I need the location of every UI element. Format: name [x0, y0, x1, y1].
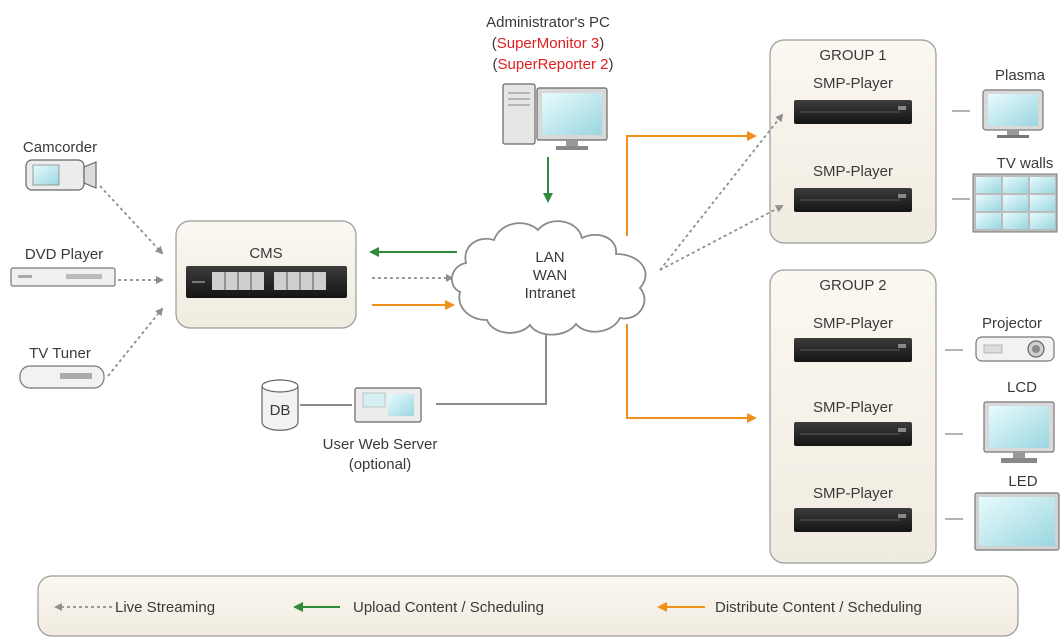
plasma-label: Plasma [995, 67, 1046, 84]
tv-tuner-icon [19, 365, 105, 389]
admin-pc-icon [502, 83, 608, 150]
tv-wall-icon [972, 173, 1058, 233]
group1-title: GROUP 1 [819, 47, 886, 64]
camcorder-stream-arrow [99, 185, 164, 255]
camcorder-label: Camcorder [23, 139, 97, 156]
cms-server-icon [186, 266, 347, 298]
smp-player-icon: SMP-Player [794, 315, 912, 362]
supermonitor-label: SuperMonitor 3 [497, 35, 600, 52]
web-server-note: (optional) [349, 456, 412, 473]
database-icon [261, 379, 299, 431]
smp-player-label: SMP-Player [813, 315, 893, 332]
legend-box [37, 575, 1019, 637]
tuner-stream-arrow [107, 307, 164, 377]
superreporter-label: SuperReporter 2 [498, 56, 609, 73]
dvd-player-label: DVD Player [25, 246, 103, 263]
smp-player-icon: SMP-Player [794, 75, 912, 124]
camcorder-icon [25, 159, 97, 191]
group2-title: GROUP 2 [819, 277, 886, 294]
plasma-display-icon [982, 89, 1044, 138]
stream-to-player2-arrow [659, 205, 784, 271]
legend-live-label: Live Streaming [115, 599, 215, 616]
cloud-lan-label: LAN [535, 249, 564, 266]
legend-upload-label: Upload Content / Scheduling [353, 599, 544, 616]
group1-box [769, 39, 937, 244]
led-display-icon [974, 492, 1060, 551]
network-cloud-icon [451, 220, 647, 336]
smp-player-icon: SMP-Player [794, 163, 912, 212]
web-server-label: User Web Server [323, 436, 438, 453]
lcd-label: LCD [1007, 379, 1037, 396]
projector-label: Projector [982, 315, 1042, 332]
cloud-wan-label: WAN [533, 267, 567, 284]
smp-player-label: SMP-Player [813, 485, 893, 502]
web-server-icon [354, 387, 422, 423]
lcd-monitor-icon [983, 401, 1055, 463]
led-label: LED [1008, 473, 1037, 490]
admin-pc-app1-line: (SuperMonitor 3) [492, 35, 605, 52]
distribute-to-group2-arrow [626, 324, 757, 423]
distribute-to-group1-arrow [626, 131, 757, 236]
smp-player-icon: SMP-Player [794, 399, 912, 446]
smp-player-label: SMP-Player [813, 75, 893, 92]
cloud-webserver-link [436, 334, 547, 405]
smp-player-label: SMP-Player [813, 399, 893, 416]
legend-distribute-label: Distribute Content / Scheduling [715, 599, 922, 616]
smp-player-icon: SMP-Player [794, 485, 912, 532]
stream-to-player1-arrow [659, 113, 784, 271]
admin-pc-app2-line: (SuperReporter 2) [493, 56, 614, 73]
smp-player-label: SMP-Player [813, 163, 893, 180]
tv-tuner-label: TV Tuner [29, 345, 91, 362]
db-label: DB [270, 402, 291, 419]
dvd-player-icon [10, 267, 116, 287]
cms-label: CMS [249, 245, 282, 262]
admin-pc-title: Administrator's PC [486, 14, 610, 31]
cloud-intranet-label: Intranet [525, 285, 577, 302]
projector-icon [975, 336, 1055, 362]
tv-walls-label: TV walls [997, 155, 1054, 172]
